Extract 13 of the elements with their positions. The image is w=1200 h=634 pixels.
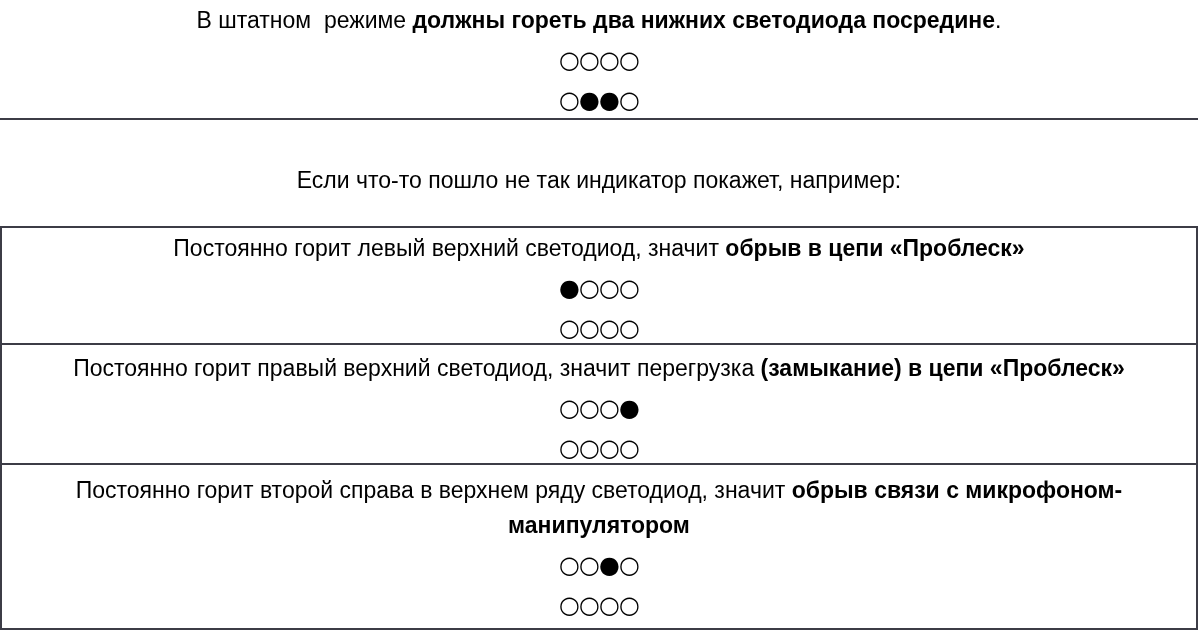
intro-text: Если что-то пошло не так индикатор покажет, например:	[296, 166, 902, 195]
led-indicator-pattern: ○○○●	[559, 393, 639, 423]
status-description: Постоянно горит второй справа в верхнем ряду светодиод, значит обрыв связи с микрофоном-манипулятором	[74, 476, 1124, 540]
status-description: Постоянно горит левый верхний светодиод, значит обрыв в цепи «Проблеск»	[173, 234, 1025, 263]
status-description: Постоянно горит правый верхний светодиод, значит перегрузка (замыкание) в цепи «Проблеск»	[73, 354, 1125, 383]
led-indicator-pattern: ○○○○	[559, 313, 639, 343]
led-indicator-pattern: ○○○○	[559, 433, 639, 463]
led-indicator-pattern: ○○●○	[559, 550, 639, 580]
status-description: В штатном режиме должны гореть два нижних светодиода посредине.	[196, 6, 1002, 35]
led-indicator-pattern: ○○○○	[559, 590, 639, 620]
led-indicator-pattern: ○●●○	[559, 85, 639, 115]
led-indicator-pattern: ○○○○	[559, 45, 639, 75]
led-indicator-pattern: ●○○○	[559, 273, 639, 303]
